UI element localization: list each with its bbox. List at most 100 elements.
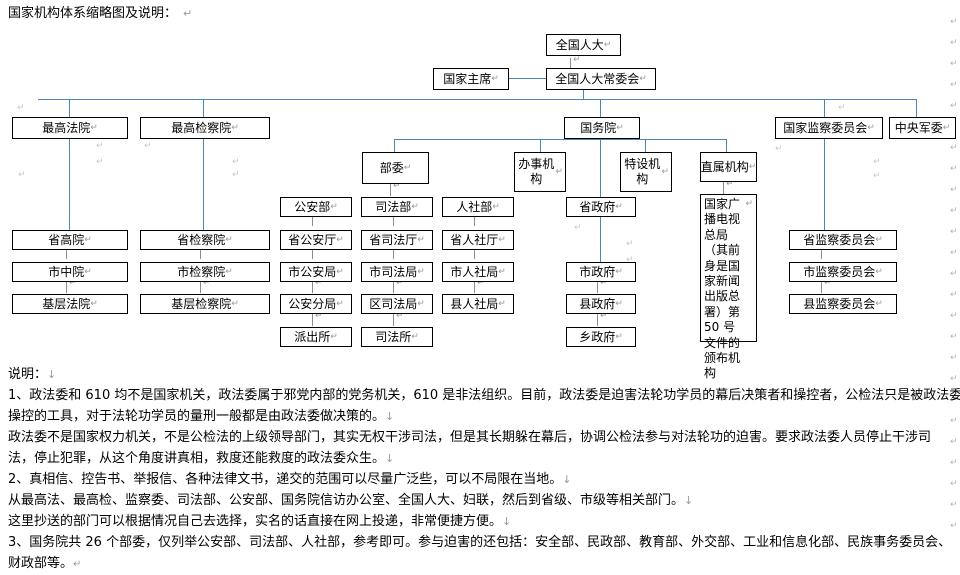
margin-paragraph-mark-icon: ↵ (950, 59, 958, 69)
connector-bus-to-state-council (600, 99, 601, 117)
stray-paragraph-mark: ↵ (96, 141, 104, 151)
page-title-text: 国家机构体系缩略图及说明： (8, 6, 178, 21)
node-provincial-procuratorate[interactable]: 省检察院↵ (140, 230, 270, 250)
notes-section: 说明：↓ 1、政法委和 610 均不是国家机关，政法委属于邪党内部的党务机关，6… (8, 364, 960, 575)
node-special-organizations-label: 特设机构 (624, 157, 661, 186)
node-city-intermediate-court-label: 市中院 (48, 265, 85, 279)
node-provincial-government[interactable]: 省政府↵ (566, 197, 636, 217)
line-break-icon: ↓ (562, 473, 572, 486)
connector-president-npcsc (508, 78, 582, 79)
stray-paragraph-mark: ↵ (17, 103, 25, 113)
connector-sc-to-ministries (394, 139, 395, 152)
node-president-label: 国家主席 (443, 72, 492, 86)
node-provincial-public-security[interactable]: 省公安厅↵ (280, 230, 352, 250)
node-basic-court[interactable]: 基层法院↵ (12, 294, 128, 314)
paragraph-mark-icon: ↵ (183, 7, 193, 20)
note-line: 2、真相信、控告书、举报信、各种法律文书，递交的范围可以尽量广泛些，可以不局限在… (8, 469, 952, 490)
node-supreme-procuratorate[interactable]: 最高检察院↵ (140, 117, 270, 139)
node-ministries[interactable]: 部委↵ (362, 152, 429, 184)
note-line-text: 1、政法委和 610 均不是国家机关，政法委属于邪党内部的党务机关，610 是非… (8, 388, 960, 403)
node-city-government-label: 市政府 (579, 265, 616, 279)
stray-paragraph-mark: ↵ (96, 157, 104, 167)
margin-paragraph-mark-icon: ↵ (950, 206, 958, 216)
line-break-icon: ↓ (47, 368, 57, 381)
stray-paragraph-mark: ↵ (626, 239, 634, 249)
node-city-intermediate-court[interactable]: 市中院↵ (12, 262, 128, 282)
note-line: 从最高法、最高检、监察委、司法部、公安部、国务院信访办公室、全国人大、妇联，然后… (8, 490, 952, 511)
node-npc[interactable]: 全国人大↵ (546, 34, 621, 56)
stray-paragraph-mark: ↵ (232, 170, 240, 180)
node-sarft-note[interactable]: 国家广播电视总局（其前身是国家新闻出版总署）第 50 号文件的颁布机构↵ (700, 194, 757, 380)
node-provincial-high-court[interactable]: 省高院↵ (12, 230, 128, 250)
connector-npcsc-down (583, 86, 584, 99)
line-break-icon: ↓ (684, 494, 694, 507)
connector-bus-to-supreme-procuratorate (203, 99, 204, 117)
connector-procuratorate-chain (203, 117, 204, 230)
node-district-public-security[interactable]: 公安分局↵ (280, 294, 352, 314)
margin-paragraph-mark-icon: ↵ (950, 395, 958, 405)
node-basic-procuratorate[interactable]: 基层检察院↵ (140, 294, 270, 314)
node-provincial-justice[interactable]: 省司法厅↵ (361, 230, 433, 250)
node-ministry-human-resources[interactable]: 人社部↵ (442, 197, 514, 217)
node-city-public-security[interactable]: 市公安局↵ (280, 262, 352, 282)
node-state-council[interactable]: 国务院↵ (564, 117, 640, 139)
margin-paragraph-mark-icon: ↵ (950, 143, 958, 153)
node-ministry-justice[interactable]: 司法部↵ (361, 197, 433, 217)
node-provincial-supervisory[interactable]: 省监察委员会↵ (789, 230, 897, 250)
node-police-station-label: 派出所 (294, 330, 331, 344)
margin-paragraph-mark-icon: ↵ (950, 38, 958, 48)
node-ministry-public-security[interactable]: 公安部↵ (280, 197, 352, 217)
node-district-public-security-label: 公安分局 (288, 297, 337, 311)
connector-court-chain (69, 117, 70, 230)
node-justice-office-label: 司法所 (375, 330, 412, 344)
node-ministry-human-resources-label: 人社部 (456, 200, 493, 214)
node-provincial-human-resources[interactable]: 省人社厅↵ (442, 230, 514, 250)
note-line-text: 财政部等。 (8, 556, 74, 571)
margin-paragraph-mark-icon: ↵ (950, 332, 958, 342)
connector-bus-to-supreme-court (69, 99, 70, 117)
node-city-public-security-label: 市公安局 (288, 265, 337, 279)
note-line-text: 2、真相信、控告书、举报信、各种法律文书，递交的范围可以尽量广泛些，可以不局限在… (8, 472, 563, 487)
node-police-station[interactable]: 派出所↵ (280, 327, 352, 347)
margin-paragraph-mark-icon: ↵ (950, 374, 958, 384)
node-city-supervisory[interactable]: 市监察委员会↵ (789, 262, 897, 282)
node-npcsc-label: 全国人大常委会 (555, 72, 640, 86)
node-supreme-court[interactable]: 最高法院↵ (12, 117, 128, 139)
node-administrative-offices[interactable]: 办事机构↵ (514, 152, 566, 192)
node-justice-office[interactable]: 司法所↵ (361, 327, 433, 347)
node-county-supervisory-label: 县监察委员会 (803, 297, 876, 311)
node-npcsc[interactable]: 全国人大常委会↵ (546, 68, 656, 90)
note-line: 1、政法委和 610 均不是国家机关，政法委属于邪党内部的党务机关，610 是非… (8, 385, 960, 406)
node-supreme-court-label: 最高法院 (42, 121, 91, 135)
node-city-human-resources-label: 市人社局 (450, 265, 499, 279)
node-provincial-public-security-label: 省公安厅 (288, 233, 337, 247)
node-county-government[interactable]: 县政府↵ (566, 294, 636, 314)
node-provincial-procuratorate-label: 省检察院 (177, 233, 226, 247)
stray-paragraph-mark: ↵ (574, 223, 582, 233)
node-city-procuratorate[interactable]: 市检察院↵ (140, 262, 270, 282)
node-basic-court-label: 基层法院 (42, 297, 91, 311)
node-county-human-resources[interactable]: 县人社局↵ (442, 294, 514, 314)
margin-paragraph-mark-icon: ↵ (950, 227, 958, 237)
node-district-justice-label: 区司法局 (369, 297, 418, 311)
margin-paragraph-mark-icon: ↵ (950, 17, 958, 27)
node-city-human-resources[interactable]: 市人社局↵ (442, 262, 514, 282)
node-city-justice[interactable]: 市司法局↵ (361, 262, 433, 282)
node-provincial-justice-label: 省司法厅 (369, 233, 418, 247)
node-administrative-offices-label: 办事机构 (518, 157, 555, 186)
stray-paragraph-mark: ↵ (626, 255, 634, 265)
stray-paragraph-mark: ↵ (775, 144, 783, 154)
note-line: 政法委不是国家权力机关，不是公检法的上级领导部门，其实无权干涉司法，但是其长期躲… (8, 427, 952, 448)
node-directly-affiliated-label: 直属机构 (700, 160, 749, 174)
node-directly-affiliated[interactable]: 直属机构↵ (700, 152, 757, 182)
node-central-military-commission[interactable]: 中央军委↵ (889, 117, 956, 139)
node-district-justice[interactable]: 区司法局↵ (361, 294, 433, 314)
connector-sc-to-direct (726, 139, 727, 152)
node-special-organizations[interactable]: 特设机构↵ (620, 152, 672, 192)
node-president[interactable]: 国家主席↵ (433, 68, 509, 90)
node-township-government[interactable]: 乡政府↵ (566, 327, 636, 347)
node-county-supervisory[interactable]: 县监察委员会↵ (789, 294, 897, 314)
node-city-government[interactable]: 市政府↵ (566, 262, 636, 282)
stray-paragraph-mark: ↵ (144, 141, 152, 151)
node-national-supervisory-commission[interactable]: 国家监察委员会↵ (775, 117, 883, 139)
